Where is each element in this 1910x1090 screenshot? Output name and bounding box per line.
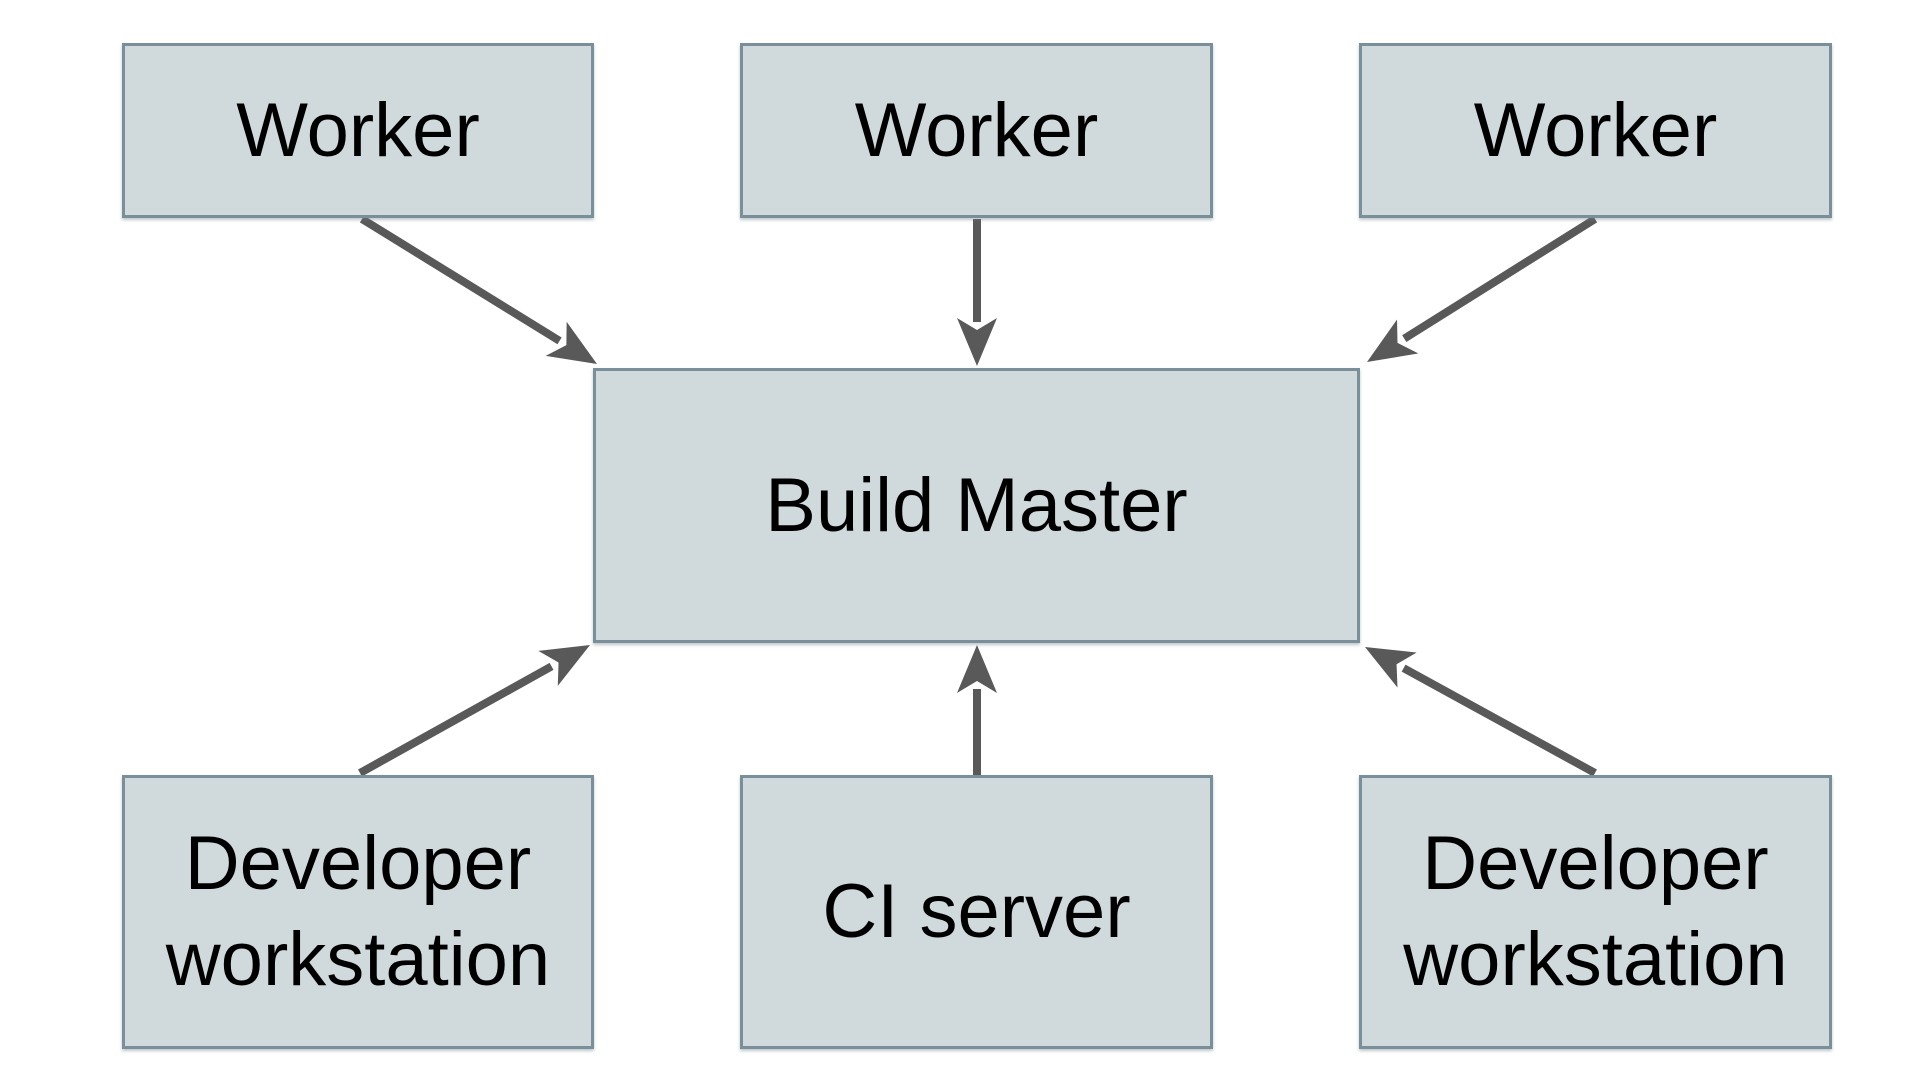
node-label-line: workstation [165,917,551,1002]
node-worker-1: Worker [122,43,594,218]
node-developer-workstation-1: Developer workstation [122,775,594,1049]
node-label-line: CI server [822,869,1131,955]
node-label: Worker [236,83,480,179]
node-label-line: Developer [184,821,532,907]
node-label-line: Build Master [765,462,1188,548]
node-worker-3: Worker [1359,43,1832,218]
node-label-line: workstation [1403,917,1788,1002]
node-label: Build Master [765,458,1187,554]
node-label-line: Worker [1473,87,1718,173]
node-label: Worker [855,83,1099,179]
node-developer-workstation-2: Developer workstation [1359,775,1832,1049]
node-build-master: Build Master [593,368,1360,643]
node-ci-server: CI server [740,775,1213,1049]
arrow-developer-workstation-1-to-build-master [358,644,590,777]
node-label: Worker [1474,83,1718,179]
node-label: CI server [822,864,1130,960]
node-label-line: Worker [854,87,1099,173]
arrow-worker-1-to-build-master [359,215,598,364]
arrow-developer-workstation-2-to-build-master [1364,647,1597,777]
arrow-worker-3-to-build-master [1367,215,1598,363]
node-label: Developer workstation [166,816,550,1008]
node-label-line: Worker [236,87,480,173]
node-label-line: Developer [1422,821,1769,907]
node-worker-2: Worker [740,43,1213,218]
node-label: Developer workstation [1403,816,1787,1008]
